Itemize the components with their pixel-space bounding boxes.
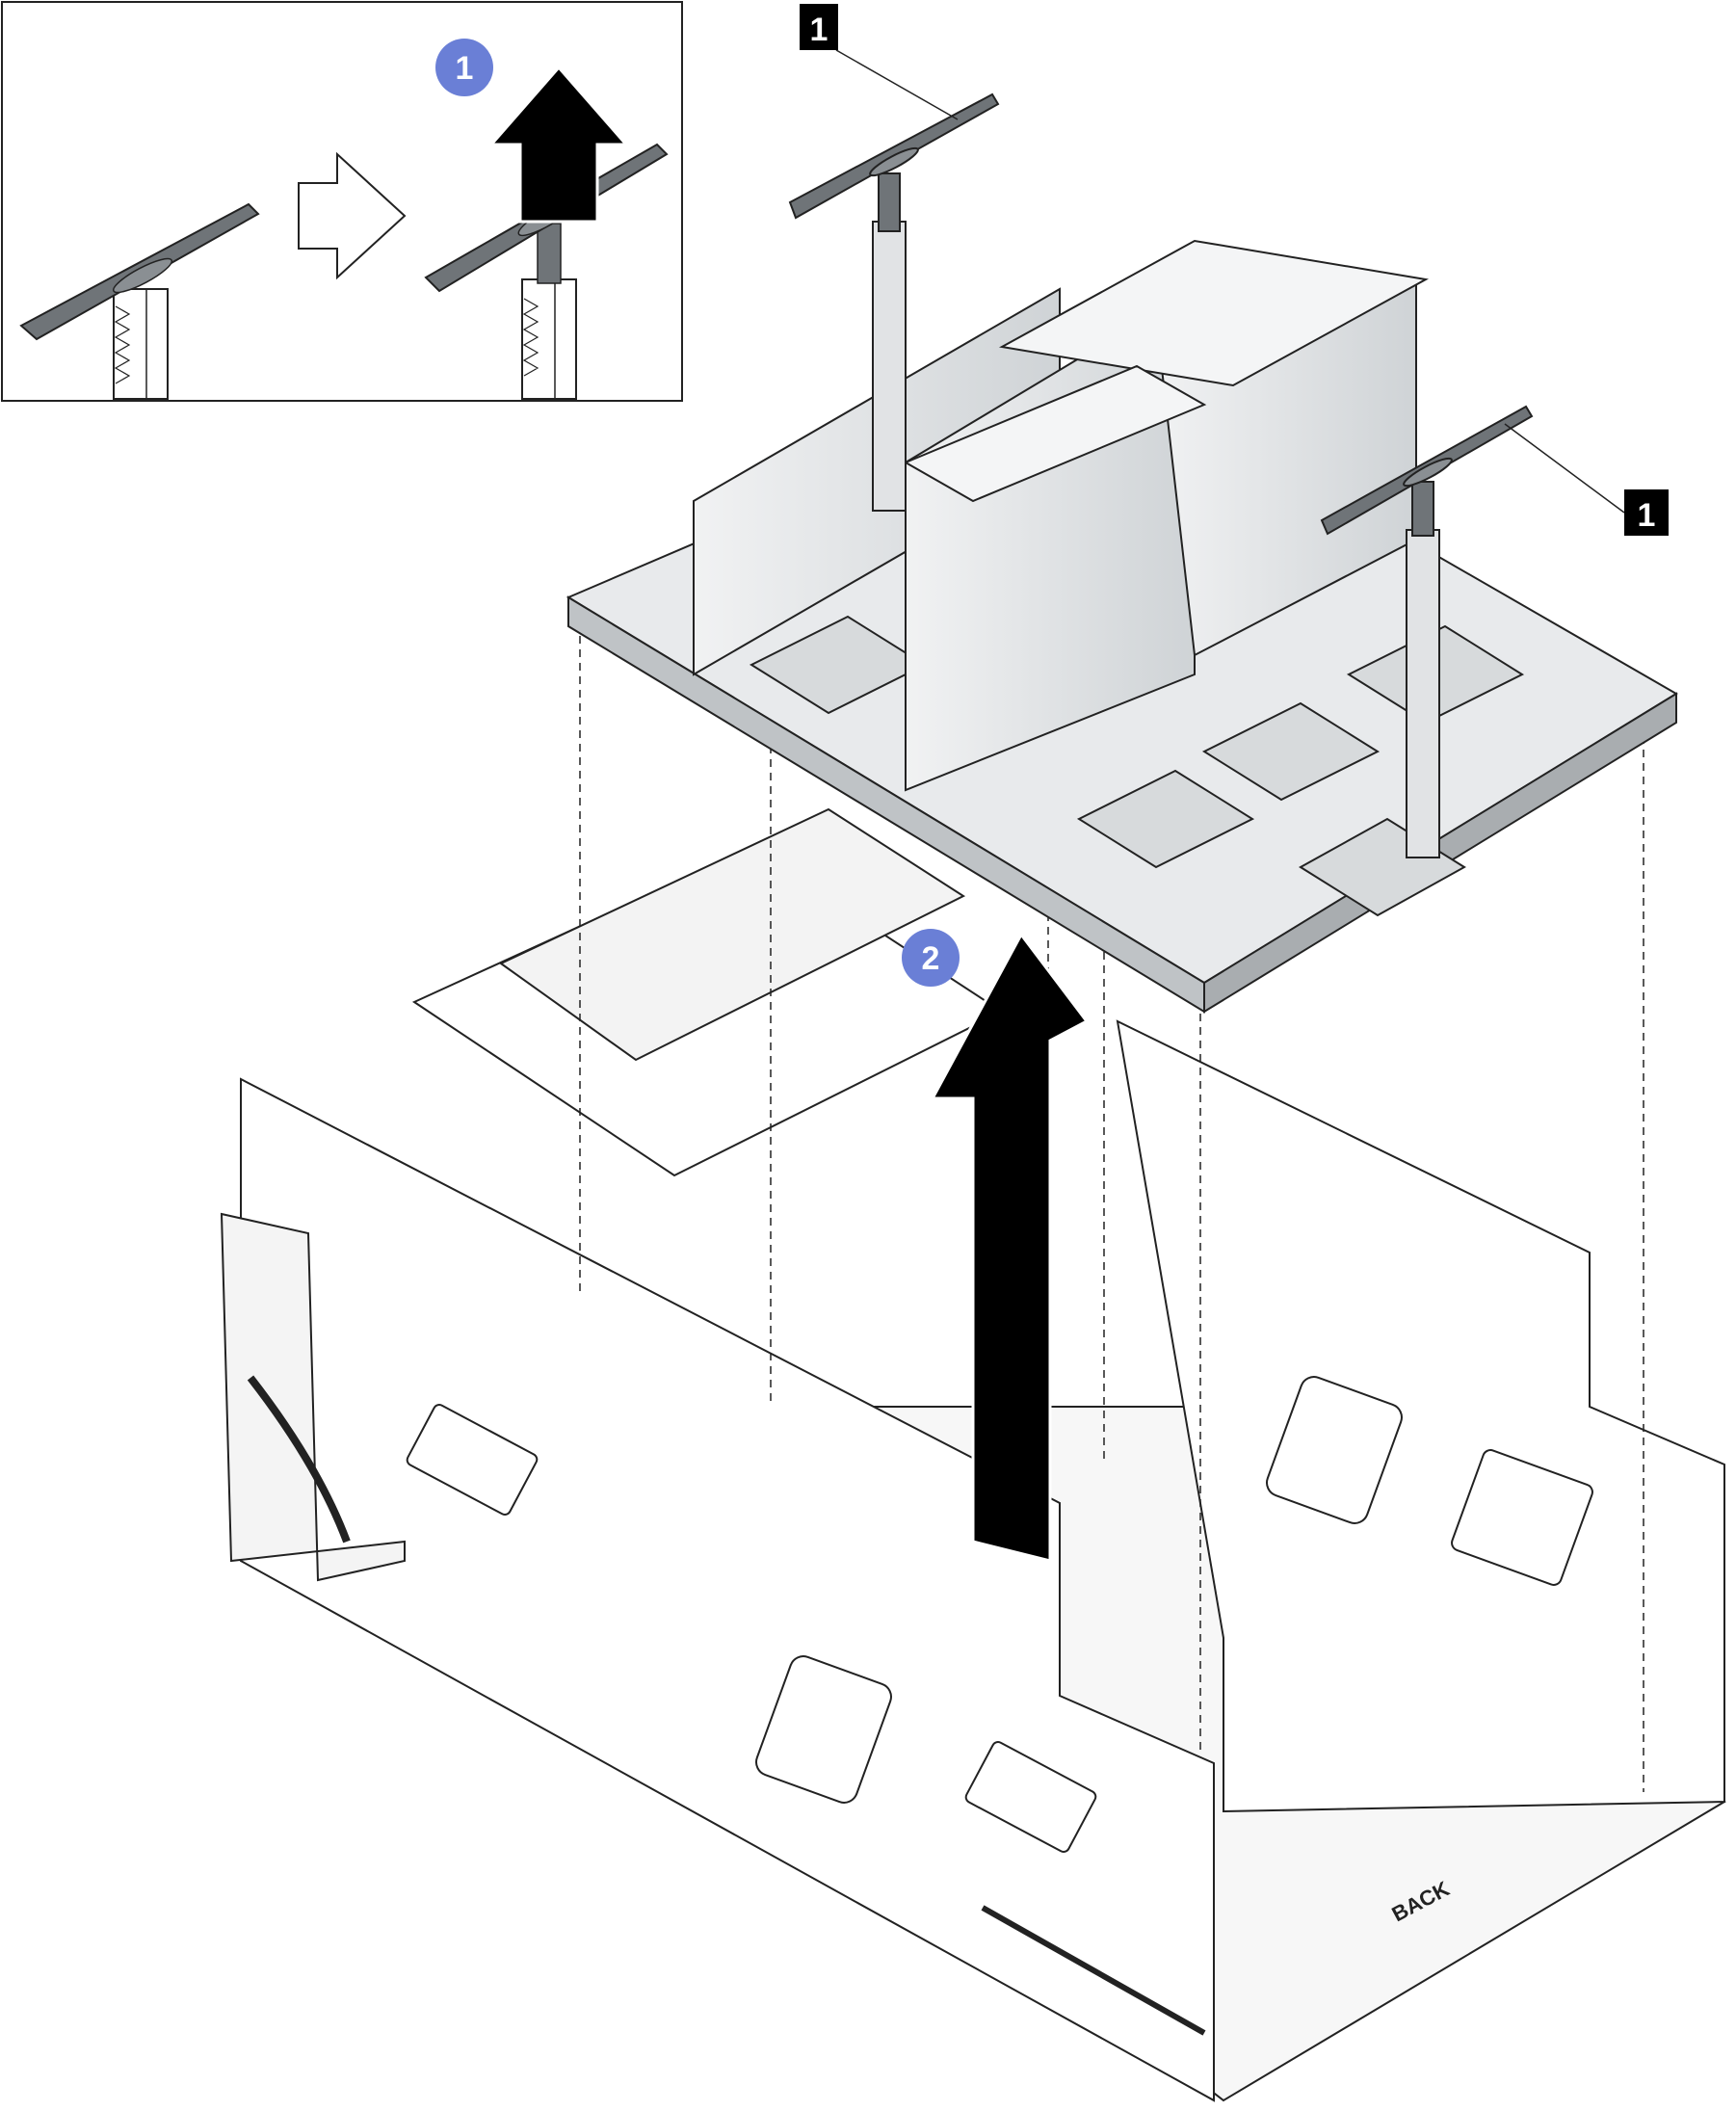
chassis-right-wall bbox=[1116, 1019, 1725, 1813]
step-badge-2-text: 2 bbox=[922, 940, 940, 977]
chassis-front-bezel bbox=[220, 1212, 406, 1582]
inset-panel: 1 bbox=[1, 1, 683, 402]
step-badge-2: 2 bbox=[902, 929, 960, 987]
arrow-up-icon bbox=[487, 65, 630, 224]
step-badge-1-text: 1 bbox=[456, 50, 474, 87]
assembly-handle-right bbox=[1320, 405, 1534, 858]
callout-left: 1 bbox=[800, 4, 959, 120]
chassis-handle-right bbox=[964, 1741, 1097, 1853]
lift-arrow-main bbox=[930, 932, 1090, 1563]
inset-handle-stowed bbox=[19, 202, 260, 400]
callout-right: 1 bbox=[1504, 423, 1669, 536]
server-chassis bbox=[220, 807, 1726, 2102]
callout-left-text: 1 bbox=[810, 12, 829, 48]
assembly-handle-left bbox=[788, 92, 1000, 512]
chassis-handle-left bbox=[406, 1404, 539, 1516]
step-badge-1: 1 bbox=[435, 39, 493, 96]
chassis-left-wall bbox=[240, 1077, 1215, 2102]
callout-right-text: 1 bbox=[1638, 497, 1656, 534]
gpu-board-assembly bbox=[566, 92, 1678, 1014]
riser-card-4 bbox=[998, 239, 1430, 387]
arrow-right-outline-icon bbox=[298, 151, 407, 280]
